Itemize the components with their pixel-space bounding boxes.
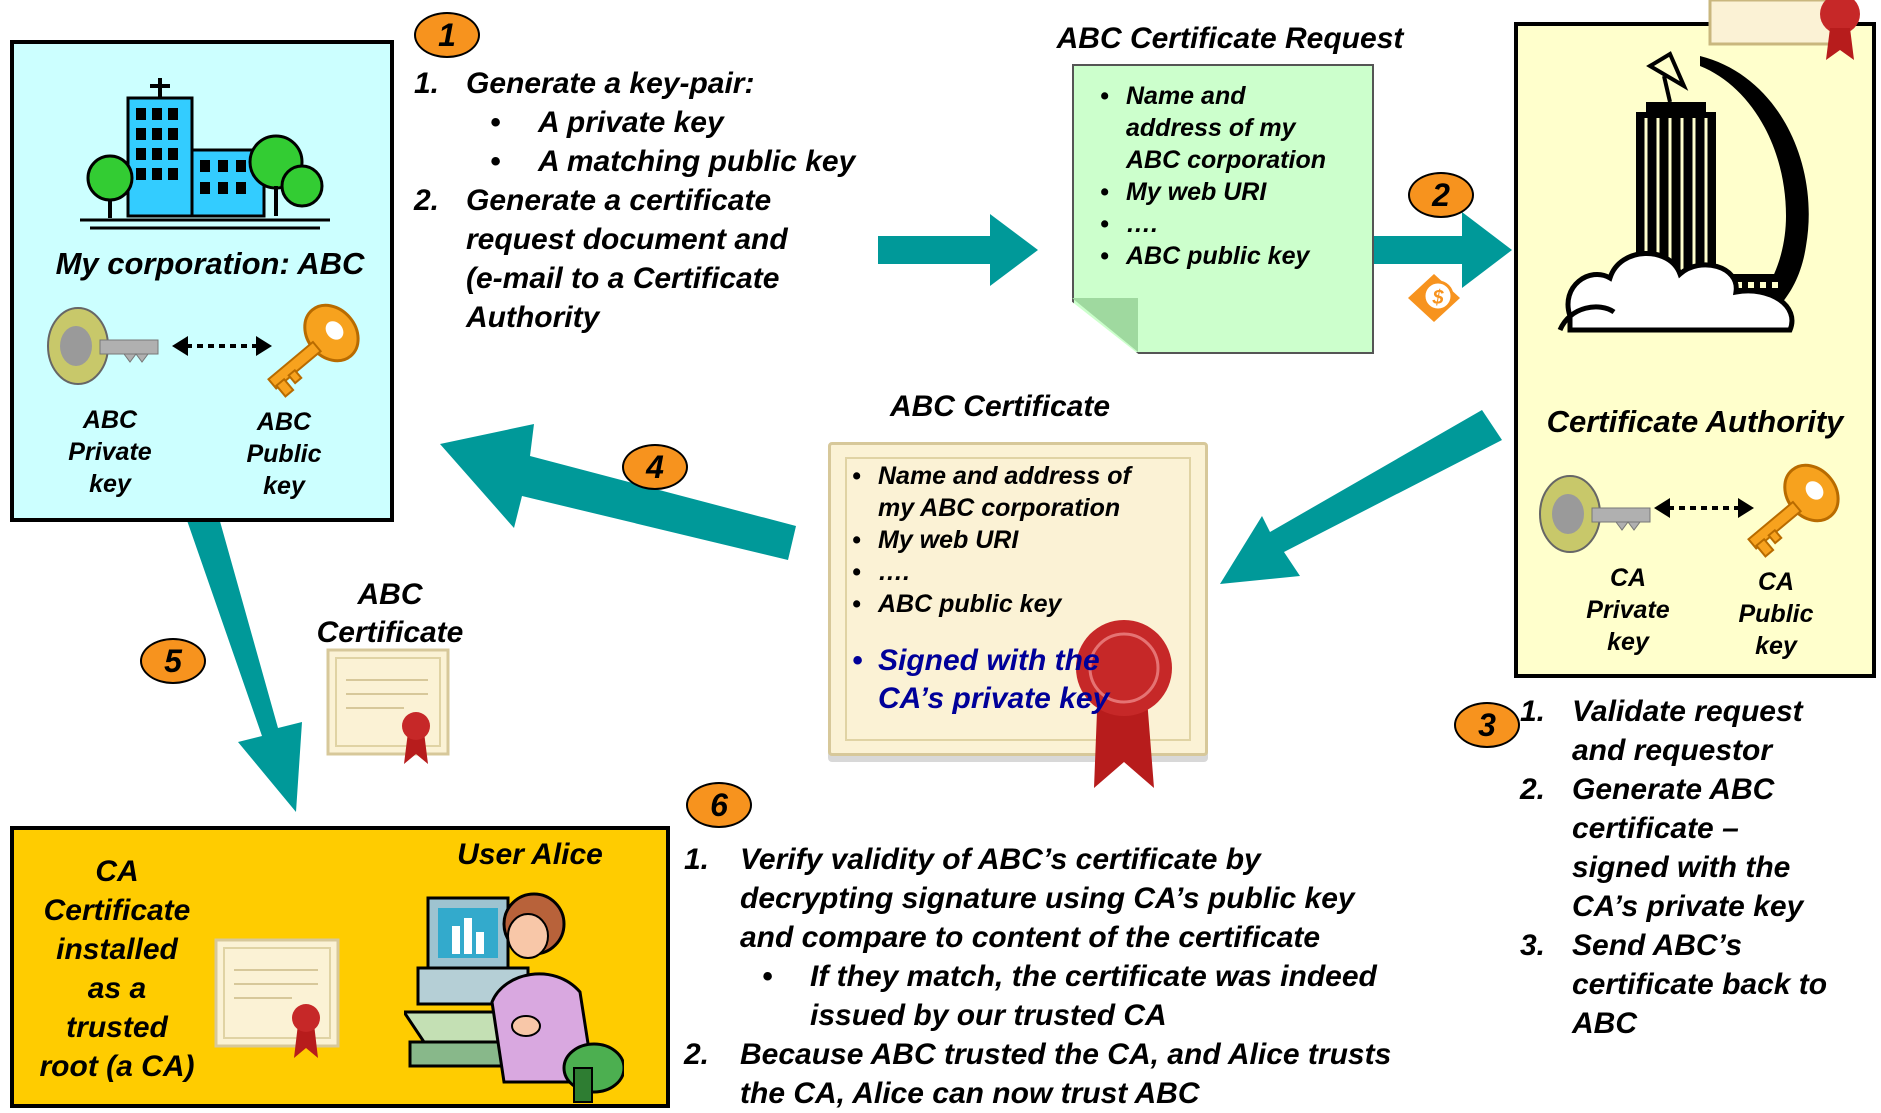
ca-public-key-icon bbox=[1747, 463, 1840, 558]
public-key-icon bbox=[267, 303, 360, 398]
step-badge-2: 2 bbox=[1408, 172, 1474, 218]
svg-text:$: $ bbox=[1431, 287, 1444, 309]
step-badge-6: 6 bbox=[686, 782, 752, 828]
money-icon: $ bbox=[1408, 274, 1460, 322]
signed-line-2: CA’s private key bbox=[878, 682, 1110, 715]
step-badge-3: 3 bbox=[1454, 702, 1520, 748]
user-alice-label: User Alice bbox=[457, 838, 603, 871]
ca-key-exchange-arrow bbox=[1654, 498, 1754, 518]
arrow-step1 bbox=[878, 214, 1038, 286]
arrow-step4 bbox=[440, 424, 796, 560]
abc-corporation-box bbox=[10, 40, 394, 522]
certificate-title: ABC Certificate bbox=[889, 390, 1111, 423]
small-certificate-icon bbox=[326, 648, 450, 764]
request-title: ABC Certificate Request bbox=[1056, 22, 1404, 55]
arrow-step5 bbox=[182, 500, 302, 812]
step-badge-5: 5 bbox=[140, 638, 206, 684]
abc-private-key-label: ABC Private key bbox=[68, 406, 152, 498]
ca-private-key-icon bbox=[1539, 475, 1651, 553]
key-exchange-arrow bbox=[172, 336, 272, 356]
step3-instructions: 1.Validate request and requestor 2.Gener… bbox=[1520, 695, 1828, 1040]
ca-title: Certificate Authority bbox=[1546, 404, 1844, 439]
small-certificate-label: ABC Certificate bbox=[316, 578, 464, 649]
building-icon bbox=[80, 78, 330, 230]
step6-instructions: 1.Verify validity of ABC’s certificate b… bbox=[684, 843, 1392, 1110]
request-list: •Name and address of my ABC corporation … bbox=[1100, 82, 1326, 270]
step-badge-1: 1 bbox=[414, 12, 480, 58]
private-key-icon bbox=[47, 307, 159, 385]
ca-public-key-label: CA Public key bbox=[1738, 568, 1814, 660]
installed-certificate-icon bbox=[214, 938, 340, 1058]
step1-instructions: 1.Generate a key-pair: •A private key •A… bbox=[414, 67, 856, 334]
corporation-title: My corporation: ABC bbox=[55, 246, 365, 281]
seal-icon bbox=[1076, 620, 1172, 788]
step-badge-4: 4 bbox=[622, 444, 688, 490]
ca-building-icon bbox=[1557, 51, 1809, 333]
signed-line-1: Signed with the bbox=[878, 644, 1100, 677]
abc-public-key-label: ABC Public key bbox=[246, 408, 322, 500]
arrow-step2 bbox=[1356, 212, 1512, 288]
certificate-icon bbox=[1708, 0, 1860, 60]
user-computer-icon bbox=[404, 892, 624, 1103]
alice-box bbox=[10, 826, 670, 1108]
ca-private-key-label: CA Private key bbox=[1586, 564, 1670, 656]
certificate-content: •Name and address of my ABC corporation … bbox=[852, 462, 1131, 715]
arrow-step3 bbox=[1220, 410, 1502, 584]
ca-certificate-installed-label: CA Certificate installed as a trusted ro… bbox=[39, 855, 195, 1083]
